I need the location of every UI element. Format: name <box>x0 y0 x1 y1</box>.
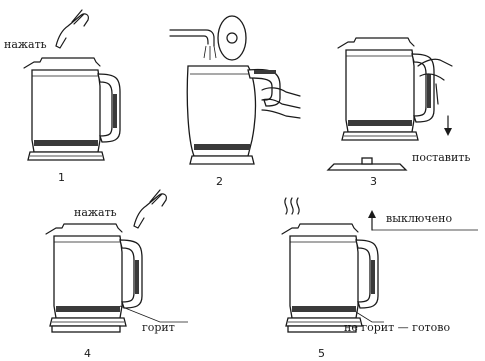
up-arrow-icon <box>368 210 376 230</box>
step-1-label: нажать <box>4 38 47 51</box>
step-5-label-2: не горит — готово <box>344 321 450 334</box>
power-base-icon <box>328 158 406 170</box>
step-2-panel: 2 <box>170 16 300 188</box>
step-3-number: 3 <box>370 175 377 188</box>
step-5-label: выключено <box>386 212 453 225</box>
down-arrow-icon <box>444 116 452 136</box>
step-1-panel: нажать 1 <box>4 10 120 184</box>
pressing-hand-icon <box>56 10 88 48</box>
step-4-label: нажать <box>74 206 117 219</box>
step-2-number: 2 <box>216 175 223 188</box>
step-1-number: 1 <box>58 171 65 184</box>
step-4-number: 4 <box>84 347 91 360</box>
lifting-hand-icon <box>418 59 452 104</box>
step-5-panel: выключено не горит — готово 5 <box>282 198 478 360</box>
faucet-icon <box>170 30 216 60</box>
open-lid-icon <box>218 16 246 60</box>
step-3-label: поставить <box>412 151 470 164</box>
step-4-label-2: горит <box>142 321 175 334</box>
steam-icon <box>285 198 299 214</box>
step-5-number: 5 <box>318 347 325 360</box>
pressing-hand-icon <box>134 190 166 228</box>
step-4-panel: нажать горит 4 <box>46 190 188 360</box>
step-3-panel: поставить 3 <box>328 38 470 188</box>
